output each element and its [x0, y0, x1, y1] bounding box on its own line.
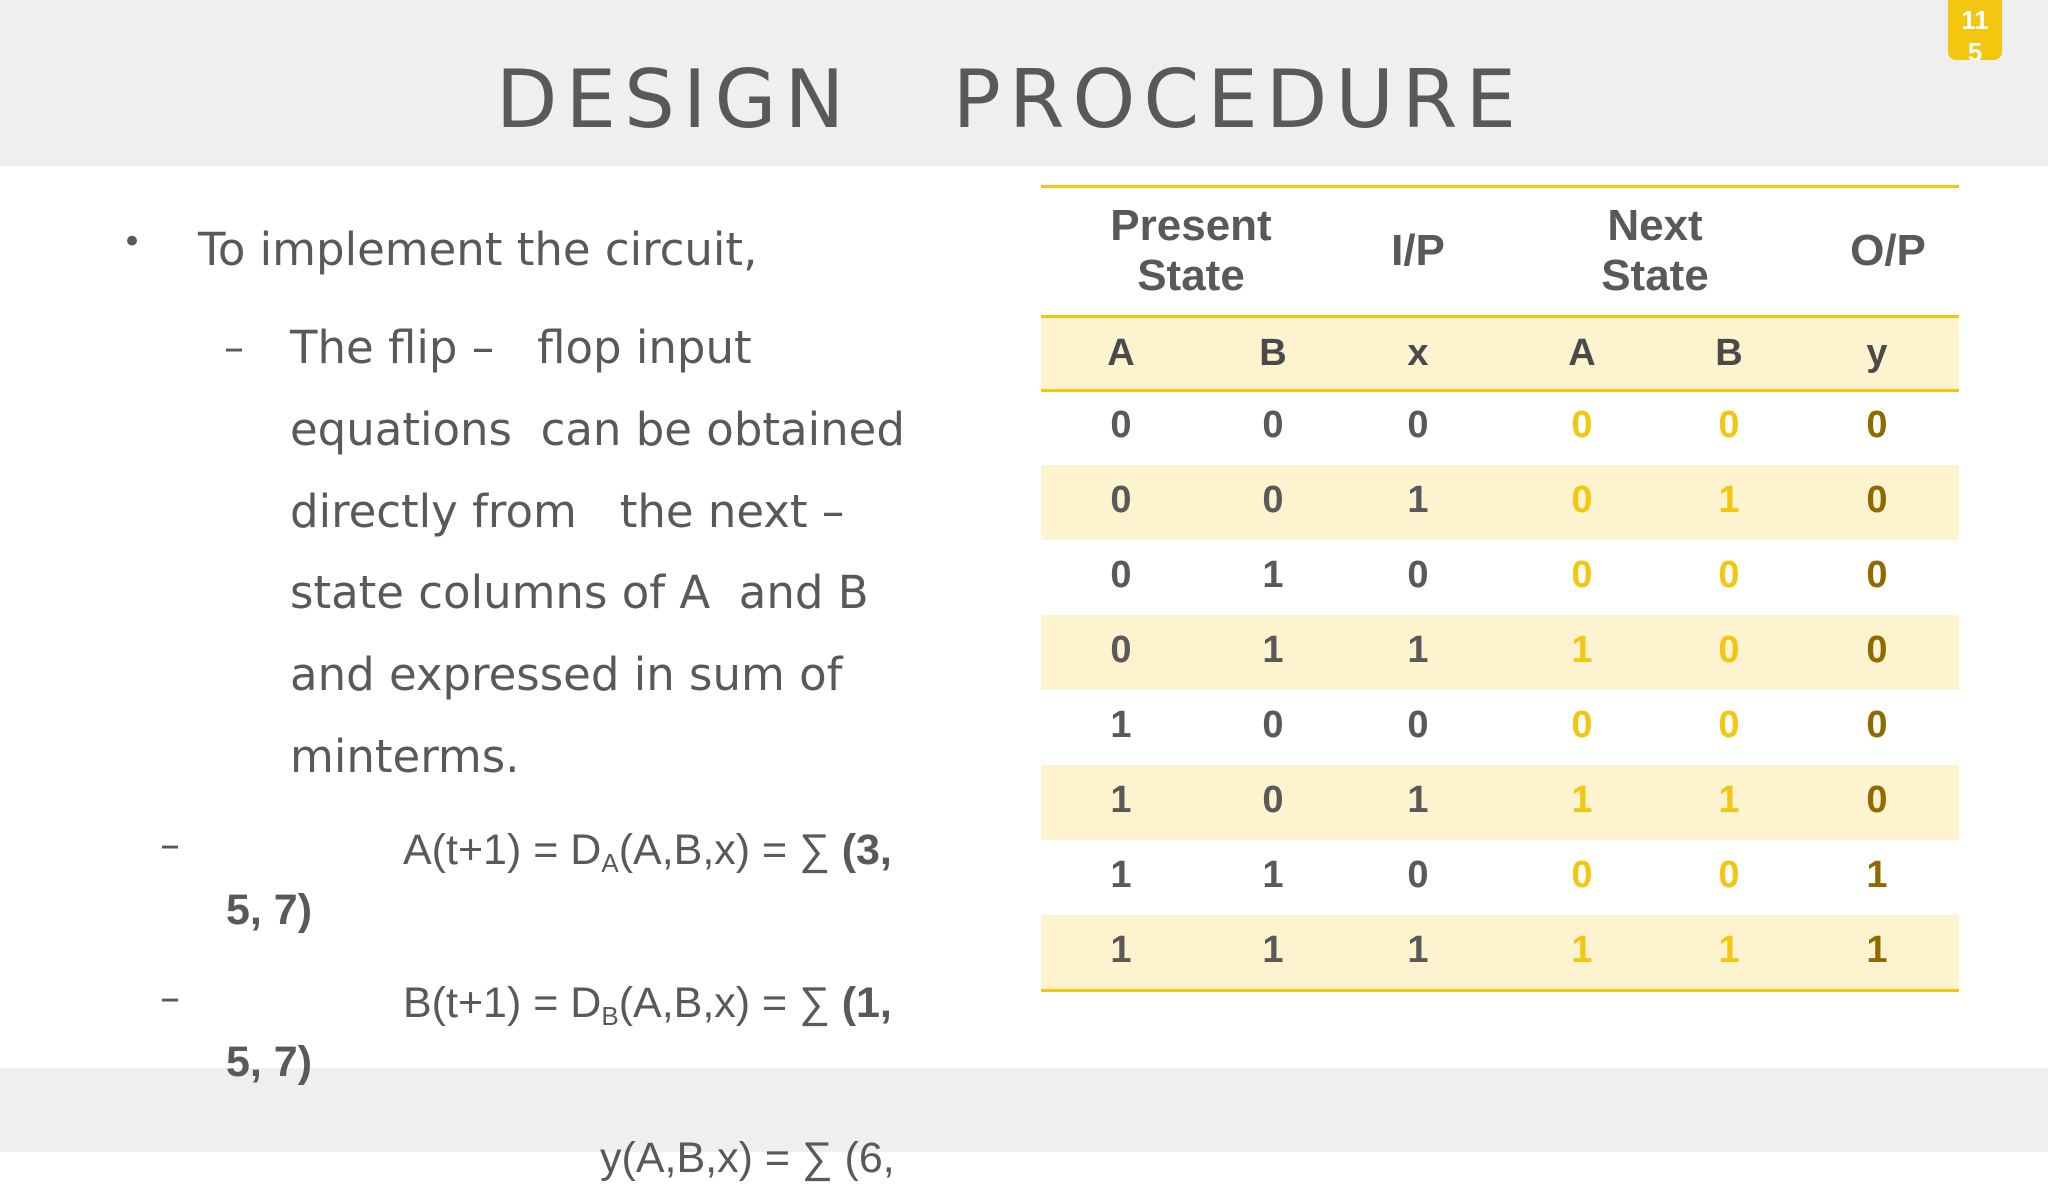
table-cell: 0 [1866, 704, 1888, 746]
table-cell: 0 [1262, 704, 1284, 746]
subheader-band [1041, 316, 1959, 390]
table-cell: 0 [1407, 404, 1429, 446]
group-header: O/P [1850, 226, 1926, 275]
table-cell: 1 [1718, 779, 1740, 821]
table-cell: 1 [1866, 929, 1888, 971]
bullet-text: To implement the circuit, [198, 223, 758, 276]
table-rule [1041, 989, 1959, 992]
table-rule [1041, 315, 1959, 318]
table-cell: 1 [1262, 929, 1284, 971]
sub-line-2: equations can be obtained [290, 403, 905, 456]
table-cell: 0 [1866, 479, 1888, 521]
table-cell: 1 [1571, 929, 1593, 971]
page-number-badge: 115 [1948, 0, 2002, 60]
group-header: I/P [1391, 226, 1445, 275]
equation-b-continued: 5, 7) [226, 1038, 313, 1086]
row-band [1041, 915, 1959, 990]
slide-title: DESIGN PROCEDURE [495, 53, 1525, 146]
table-cell: 1 [1110, 929, 1132, 971]
table-cell: 0 [1718, 554, 1740, 596]
table-cell: 0 [1407, 554, 1429, 596]
table-cell: 0 [1571, 704, 1593, 746]
table-cell: 1 [1407, 779, 1429, 821]
group-header: Present State [1110, 201, 1272, 300]
sub-line-6: minterms. [290, 730, 520, 783]
table-cell: 0 [1262, 404, 1284, 446]
table-cell: 1 [1407, 929, 1429, 971]
table-cell: 1 [1571, 779, 1593, 821]
equation-dash: – [160, 822, 180, 868]
column-header: B [1259, 332, 1287, 374]
equation-a: A(t+1) = DA(A,B,x) = ∑ (3, [403, 826, 892, 878]
table-cell: 1 [1866, 854, 1888, 896]
equation-a-continued: 5, 7) [226, 886, 313, 934]
table-cell: 0 [1262, 479, 1284, 521]
table-cell: 0 [1571, 854, 1593, 896]
column-header: y [1866, 332, 1888, 374]
table-cell: 1 [1110, 779, 1132, 821]
table-cell: 0 [1718, 629, 1740, 671]
table-cell: 0 [1110, 404, 1132, 446]
footer-band [0, 1068, 2048, 1152]
sub-bullet-dash: – [224, 325, 244, 371]
equation-y-partial: y(A,B,x) = ∑ (6, [600, 1134, 895, 1182]
column-header: A [1107, 332, 1135, 374]
table-cell: 0 [1110, 554, 1132, 596]
table-cell: 0 [1262, 779, 1284, 821]
table-cell: 1 [1262, 854, 1284, 896]
table-cell: 0 [1571, 554, 1593, 596]
table-cell: 1 [1110, 704, 1132, 746]
table-cell: 0 [1571, 404, 1593, 446]
group-header: Next State [1601, 201, 1709, 300]
table-cell: 0 [1866, 554, 1888, 596]
table-rule [1041, 389, 1959, 392]
table-cell: 1 [1571, 629, 1593, 671]
table-cell: 0 [1407, 704, 1429, 746]
table-cell: 0 [1718, 854, 1740, 896]
table-cell: 1 [1262, 629, 1284, 671]
table-cell: 1 [1407, 629, 1429, 671]
table-cell: 1 [1718, 929, 1740, 971]
table-cell: 1 [1110, 854, 1132, 896]
column-header: A [1568, 332, 1596, 374]
row-band [1041, 615, 1959, 690]
table-cell: 0 [1718, 704, 1740, 746]
table-cell: 0 [1866, 404, 1888, 446]
table-cell: 0 [1866, 779, 1888, 821]
table-cell: 1 [1262, 554, 1284, 596]
row-band [1041, 765, 1959, 840]
table-cell: 0 [1571, 479, 1593, 521]
table-cell: 1 [1407, 479, 1429, 521]
table-rule [1041, 185, 1959, 188]
sub-line-5: and expressed in sum of [290, 648, 843, 701]
bullet-dot-icon: • [122, 222, 143, 262]
table-cell: 0 [1407, 854, 1429, 896]
table-cell: 0 [1110, 479, 1132, 521]
table-cell: 0 [1718, 404, 1740, 446]
equation-b: B(t+1) = DB(A,B,x) = ∑ (1, [403, 979, 892, 1031]
title-band [0, 0, 2048, 166]
sub-line-4: state columns of A and B [290, 566, 869, 619]
sub-line-3: directly from the next – [290, 485, 845, 538]
table-cell: 0 [1110, 629, 1132, 671]
column-header: x [1407, 332, 1429, 374]
column-header: B [1715, 332, 1743, 374]
row-band [1041, 465, 1959, 540]
equation-dash: – [160, 975, 180, 1021]
table-cell: 0 [1866, 629, 1888, 671]
table-cell: 1 [1718, 479, 1740, 521]
sub-line-1: The flip – flop input [290, 321, 752, 374]
